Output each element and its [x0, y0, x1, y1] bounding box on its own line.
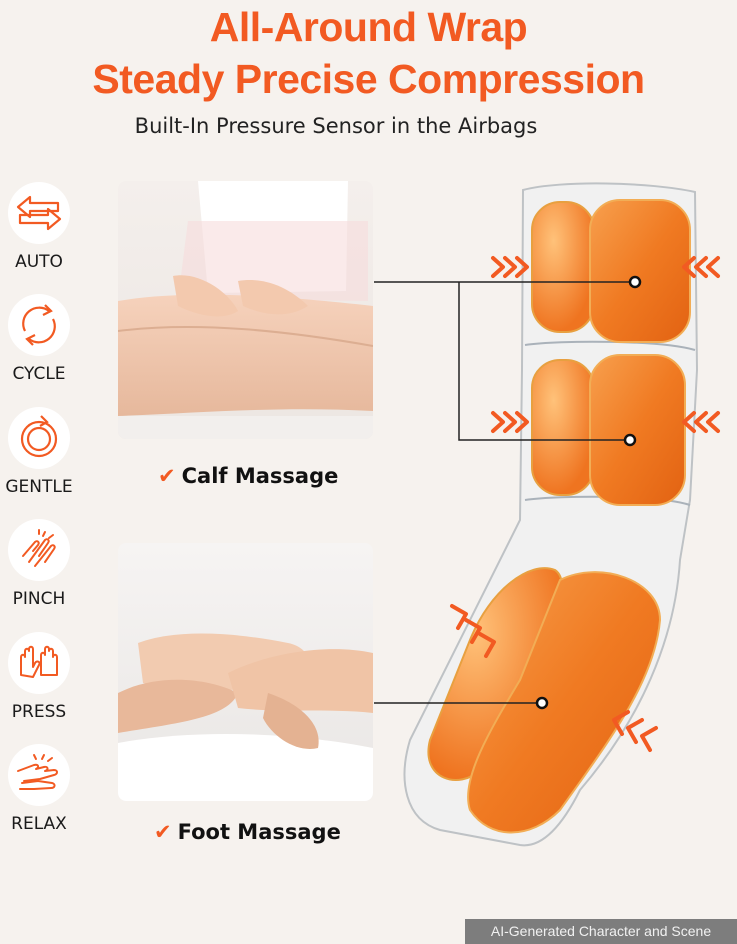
pressing-hands-icon	[8, 632, 70, 694]
mode-relax: RELAX	[0, 744, 78, 834]
mode-label: GENTLE	[5, 477, 73, 497]
subtitle: Built-In Pressure Sensor in the Airbags	[134, 114, 538, 138]
pinching-hand-icon	[8, 519, 70, 581]
calf-massage-label: ✔Calf Massage	[158, 464, 338, 488]
ai-generated-badge: AI-Generated Character and Scene	[465, 919, 737, 944]
mode-cycle: CYCLE	[0, 294, 78, 384]
foot-massage-text: Foot Massage	[177, 820, 341, 844]
mode-pinch: PINCH	[0, 519, 78, 609]
mode-label: PRESS	[11, 702, 67, 722]
mode-label: PINCH	[12, 589, 66, 609]
cycle-arrows-icon	[8, 294, 70, 356]
mode-auto: AUTO	[0, 182, 78, 272]
foot-massage-label: ✔Foot Massage	[154, 820, 341, 844]
check-icon: ✔	[154, 820, 172, 844]
calf-massage-text: Calf Massage	[181, 464, 339, 488]
mode-label: CYCLE	[12, 364, 66, 384]
circular-arrow-icon	[8, 407, 70, 469]
calf-massage-photo	[118, 181, 373, 439]
arrows-exchange-icon	[8, 182, 70, 244]
mode-press: PRESS	[0, 632, 78, 722]
foot-massage-photo	[118, 543, 373, 801]
title-line-2: Steady Precise Compression	[92, 56, 645, 102]
relaxing-hands-icon	[8, 744, 70, 806]
title-line-1: All-Around Wrap	[209, 4, 528, 50]
check-icon: ✔	[158, 464, 176, 488]
mode-label: AUTO	[15, 252, 63, 272]
mode-gentle: GENTLE	[0, 407, 78, 497]
mode-label: RELAX	[11, 814, 67, 834]
